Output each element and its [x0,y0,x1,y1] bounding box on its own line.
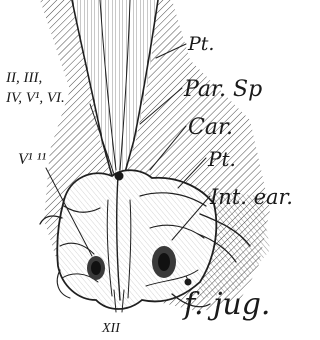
label-par-sp: Par. Sp [183,77,262,102]
label-v-i-ii: V¹ ¹¹ [18,151,46,168]
optic-foramen [115,172,124,181]
label-pt-top: Pt. [187,33,214,55]
label-car: Car. [188,115,233,140]
label-xii: XII [101,321,121,336]
label-nerves-line2: IV, V¹, VI. [5,90,65,106]
label-f-jug: f. jug. [182,287,270,322]
label-pt-mid: Pt. [207,147,236,171]
label-nerves-line1: II, III, [5,70,42,86]
label-int-ear: Int. ear. [209,185,293,209]
